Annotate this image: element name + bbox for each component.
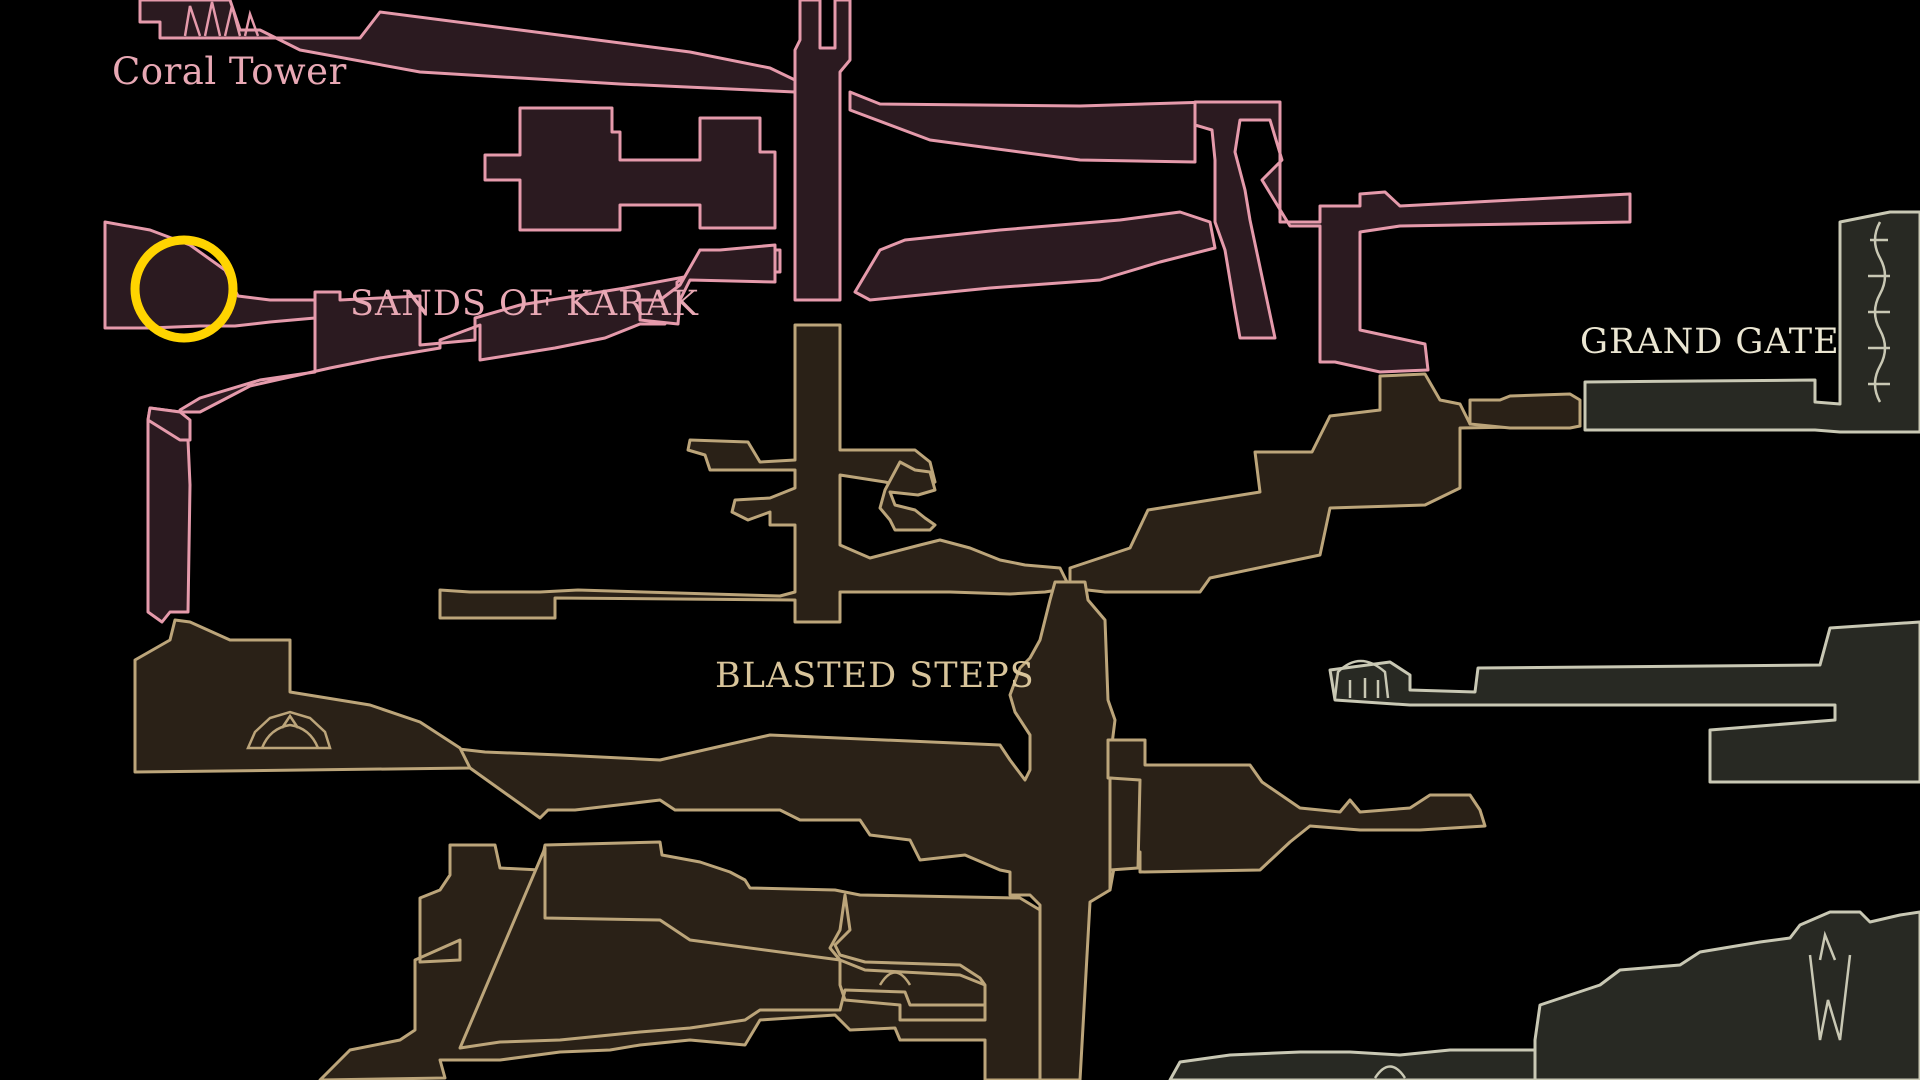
coral-tower-spires-icon bbox=[183, 1, 260, 37]
blasted-hanging-rooms bbox=[878, 460, 937, 532]
basin-shrine-icon bbox=[246, 710, 332, 750]
sands-left-shelf bbox=[638, 243, 777, 326]
blasted-east-inner-room bbox=[1108, 776, 1142, 872]
southeast-crystal-icon bbox=[1808, 930, 1852, 1041]
central-pillar bbox=[238, 580, 1117, 1080]
upper-block-rooms bbox=[483, 106, 777, 232]
lower-inner-corridors bbox=[458, 846, 987, 1050]
east-dome-icon bbox=[1333, 659, 1390, 699]
region-blasted-steps bbox=[133, 323, 1582, 1080]
central-shaft-upper bbox=[793, 0, 852, 302]
grand-gate-hall bbox=[1583, 210, 1920, 434]
label-coral-tower: Coral Tower bbox=[112, 50, 347, 93]
lower-arch-icon bbox=[878, 971, 912, 986]
sands-west-lip bbox=[146, 406, 192, 442]
mid-angled-passage bbox=[853, 210, 1217, 302]
lower-west-basin bbox=[133, 618, 472, 774]
location-ring-icon[interactable] bbox=[130, 235, 238, 343]
upper-curved-passage bbox=[848, 90, 1212, 164]
label-blasted-steps: BLASTED STEPS bbox=[715, 656, 1035, 696]
label-sands-of-karak: SANDS OF KARAK bbox=[350, 284, 699, 324]
eastern-long-corridor bbox=[1328, 620, 1920, 784]
region-sands-of-karak bbox=[103, 0, 1632, 624]
label-grand-gate: GRAND GATE bbox=[1580, 322, 1840, 362]
southeast-arch-icon bbox=[1373, 1065, 1407, 1079]
upper-right-connector bbox=[1193, 100, 1632, 374]
region-grand-gate bbox=[1168, 210, 1920, 1080]
grand-gate-connector-tube bbox=[1468, 392, 1582, 430]
southeast-chamber bbox=[1533, 910, 1920, 1080]
blasted-east-rooms bbox=[1106, 738, 1487, 892]
central-shaft-lower bbox=[438, 323, 1072, 624]
southeast-lower-rooms bbox=[1168, 1048, 1537, 1080]
grand-gate-vines-icon bbox=[1868, 221, 1890, 403]
